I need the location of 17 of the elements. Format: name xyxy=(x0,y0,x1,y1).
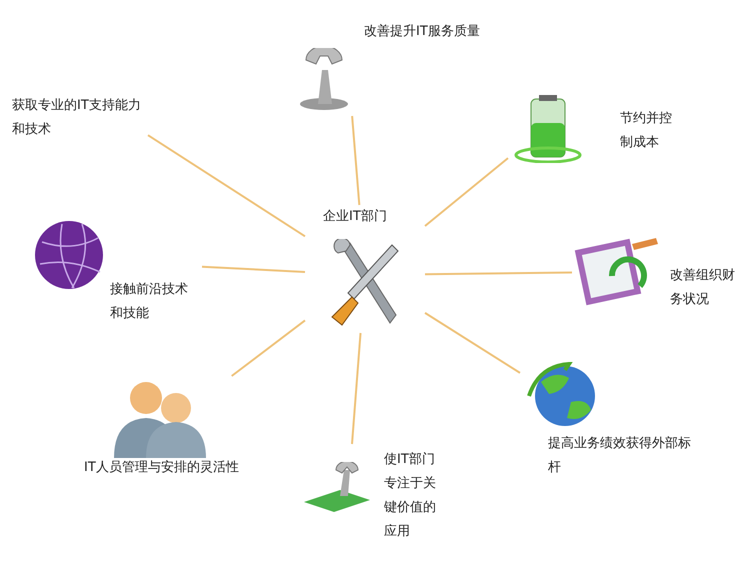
connector-line xyxy=(424,312,521,374)
node-label: 节约并控制成本 xyxy=(620,110,673,152)
node-label: 提高业务绩效获得外部标杆 xyxy=(548,435,692,477)
node-label: 接触前沿技术和技能 xyxy=(110,281,189,323)
connector-line xyxy=(147,134,306,238)
node-label: 改善组织财务状况 xyxy=(670,267,736,309)
connector-line xyxy=(351,116,360,206)
node-label: IT人员管理与安排的灵活性 xyxy=(84,459,240,477)
node-label: 改善提升IT服务质量 xyxy=(364,23,481,41)
connector-line xyxy=(424,271,572,276)
node-label: 企业IT部门 xyxy=(323,208,388,226)
connector-line xyxy=(351,332,362,444)
connector-line xyxy=(231,320,306,377)
connector-line xyxy=(424,157,509,227)
connector-line xyxy=(202,266,306,273)
node-label: 使IT部门专注于关键价值的应用 xyxy=(384,451,437,541)
node-label: 获取专业的IT支持能力和技术 xyxy=(12,97,142,139)
